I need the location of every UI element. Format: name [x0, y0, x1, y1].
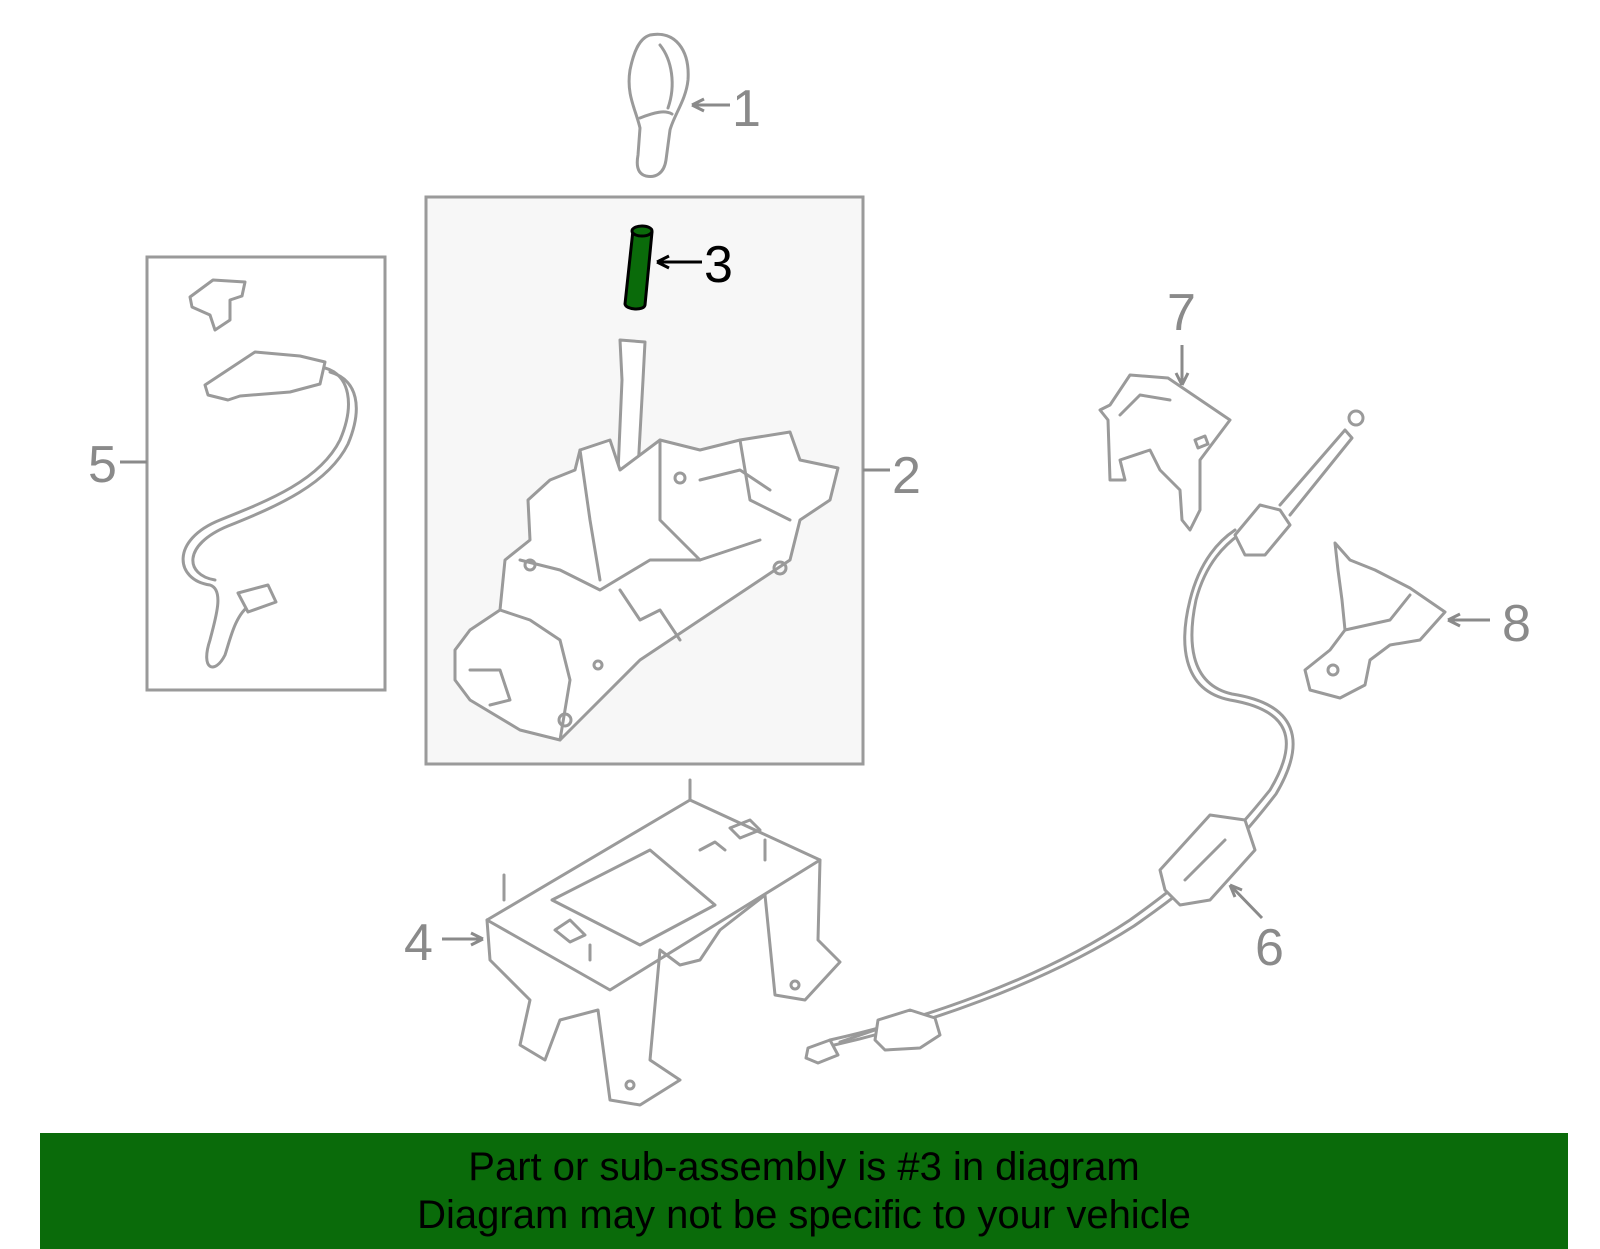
callout-7[interactable]: 7 — [1167, 284, 1196, 342]
callout-5[interactable]: 5 — [88, 436, 117, 494]
part-3-top — [630, 224, 654, 238]
part-7-shield[interactable] — [1098, 373, 1232, 532]
callout-leaders — [120, 97, 1490, 947]
part-5-box — [145, 255, 387, 692]
part-5-wiring-harness[interactable] — [181, 278, 358, 669]
callout-6[interactable]: 6 — [1255, 919, 1284, 977]
part-8-bracket[interactable] — [1303, 541, 1447, 700]
part-2-shifter-assembly[interactable] — [453, 338, 840, 742]
banner-line-2: Diagram may not be specific to your vehi… — [417, 1193, 1191, 1237]
banner-line-1: Part or sub-assembly is #3 in diagram — [468, 1145, 1140, 1189]
leader-3-arrow — [656, 254, 670, 270]
leader-1-arrow — [691, 97, 705, 113]
leader-8-arrow — [1447, 612, 1461, 628]
callout-8[interactable]: 8 — [1502, 595, 1531, 653]
callout-2[interactable]: 2 — [892, 447, 921, 505]
callout-1[interactable]: 1 — [732, 80, 761, 138]
leader-7-arrow — [1174, 372, 1190, 386]
part-4-mounting-bracket[interactable] — [485, 778, 842, 1107]
leader-4-arrow — [470, 931, 484, 947]
info-banner: Part or sub-assembly is #3 in diagram Di… — [40, 1133, 1568, 1249]
part-1-shift-knob[interactable] — [627, 32, 690, 178]
leader-6 — [1228, 883, 1264, 920]
part-3-body[interactable] — [623, 228, 654, 311]
part-6-shift-cable[interactable] — [804, 409, 1365, 1065]
callout-3[interactable]: 3 — [704, 236, 733, 294]
callout-4[interactable]: 4 — [404, 914, 433, 972]
leader-6-arrow — [1228, 883, 1243, 898]
part-3-pin[interactable] — [623, 224, 654, 311]
